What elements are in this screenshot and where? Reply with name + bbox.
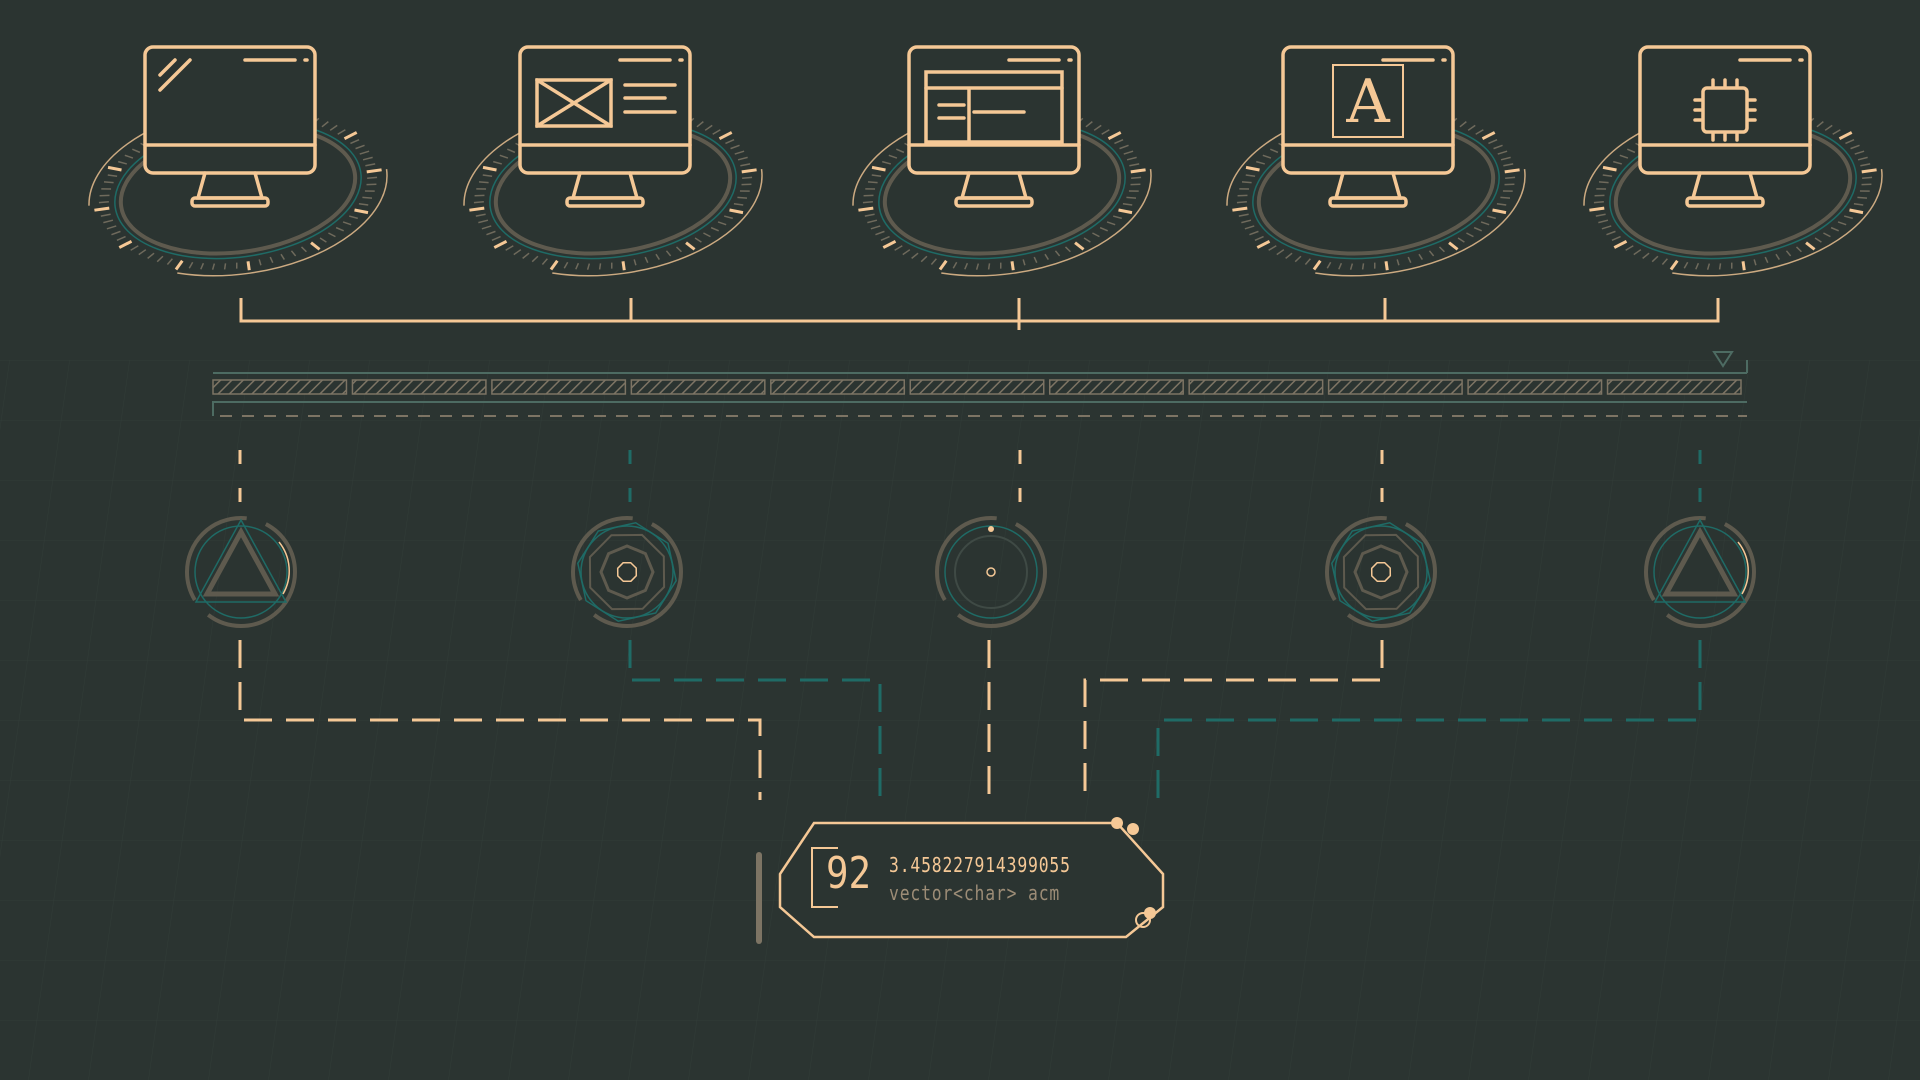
readout-index: 92 [826,848,872,899]
routing-lines [238,450,1702,800]
browser-window-icon [907,45,1081,208]
octagon-node-icon [571,516,683,628]
progress-segment [909,379,1045,395]
progress-segment [351,379,487,395]
segmented-progress-bar [212,351,1748,417]
progress-segment [212,379,348,395]
svg-text:A: A [1345,67,1390,137]
font-vector-icon: A [1281,45,1455,208]
readout-type-label: vector<char> acm [889,881,1061,905]
monitor-icon [143,45,317,208]
progress-segment [630,379,766,395]
progress-segment [1048,379,1184,395]
workstation-row: A [88,45,1883,277]
monitor-glass [88,45,388,277]
octagon-node-icon [1325,516,1437,628]
readout-panel [756,817,1165,944]
cpu-chip-icon [1638,45,1812,208]
marker-triangle-icon [1712,351,1734,368]
monitor-typography: A [1226,45,1526,277]
progress-segment [770,379,906,395]
progress-segment [1327,379,1463,395]
progress-segment [491,379,627,395]
triangle-node-icon [185,516,297,628]
progress-segment [1188,379,1324,395]
node-row [185,516,1756,628]
progress-segment [1467,379,1603,395]
triangle-node-icon [1644,516,1756,628]
wireframe-layout-icon [518,45,692,208]
monitor-browser [852,45,1152,277]
monitor-chip [1583,45,1883,277]
circle-node-icon [935,516,1047,628]
readout-value: 3.458227914399055 [889,853,1071,877]
bracket-connector [239,298,1720,330]
progress-segment [1606,379,1742,395]
monitor-wireframe [463,45,763,277]
